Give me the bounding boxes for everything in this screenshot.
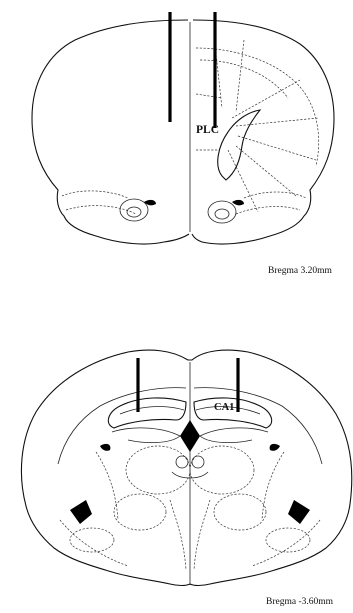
bottom-small-mark-right [270, 444, 280, 451]
top-ring-left-inner [127, 207, 141, 217]
top-left-hemisphere [32, 20, 189, 244]
bottom-ventral-left [60, 520, 128, 566]
bottom-caption: Bregma -3.60mm [266, 597, 334, 607]
top-cortex-division-3 [238, 136, 316, 160]
top-cortex-division-4 [236, 146, 296, 196]
bottom-cortex-inner-left [58, 388, 186, 464]
bottom-tract-left [170, 500, 186, 570]
bottom-thalamus-right [190, 446, 254, 494]
top-cortex-division-7 [236, 40, 244, 112]
bottom-nucleus-right [214, 494, 266, 530]
top-caption: Bregma 3.20mm [268, 266, 332, 276]
bottom-hippocampus-left [108, 398, 186, 428]
top-olfactory-right-1 [244, 192, 306, 198]
top-region-label: PLC [196, 124, 219, 136]
top-cortex-division-1 [232, 80, 300, 118]
bottom-coronal-section: CA1 [21, 350, 351, 585]
bottom-region-label: CA1 [214, 402, 234, 413]
bottom-lateral-right [262, 452, 284, 520]
top-cortex-layer-2 [200, 60, 288, 98]
bottom-black-mark-left [70, 500, 92, 524]
bottom-ring-2 [192, 456, 204, 468]
top-ring-right-inner [215, 209, 229, 219]
top-coronal-section: PLC [32, 12, 334, 244]
top-olfactory-right-2 [236, 207, 300, 214]
bottom-small-mark-left [100, 444, 110, 451]
top-olfactory-left-2 [66, 206, 136, 214]
top-forceps-minor [218, 110, 260, 180]
bottom-ventricle [180, 420, 200, 452]
top-cortex-division-2 [236, 118, 318, 126]
bottom-ca1-layer-left [120, 407, 184, 414]
bottom-dentate-left [112, 428, 180, 443]
top-cortex-division-8 [196, 94, 222, 98]
top-black-mark-right [232, 200, 244, 205]
bottom-black-mark-right [288, 500, 310, 524]
bottom-thalamus-left [126, 446, 190, 494]
bottom-lateral-left [96, 452, 118, 520]
bottom-ring-1 [176, 456, 188, 468]
top-olfactory-left-1 [62, 191, 128, 198]
top-ring-right [208, 201, 236, 223]
bottom-cortex-inner-right [194, 388, 322, 464]
top-ring-left [120, 199, 148, 221]
bottom-outer-outline [21, 350, 351, 585]
bottom-ventral-right [252, 520, 320, 566]
bottom-nucleus-left [114, 494, 166, 530]
bottom-dentate-right [200, 428, 268, 443]
bottom-tract-right [194, 500, 210, 570]
